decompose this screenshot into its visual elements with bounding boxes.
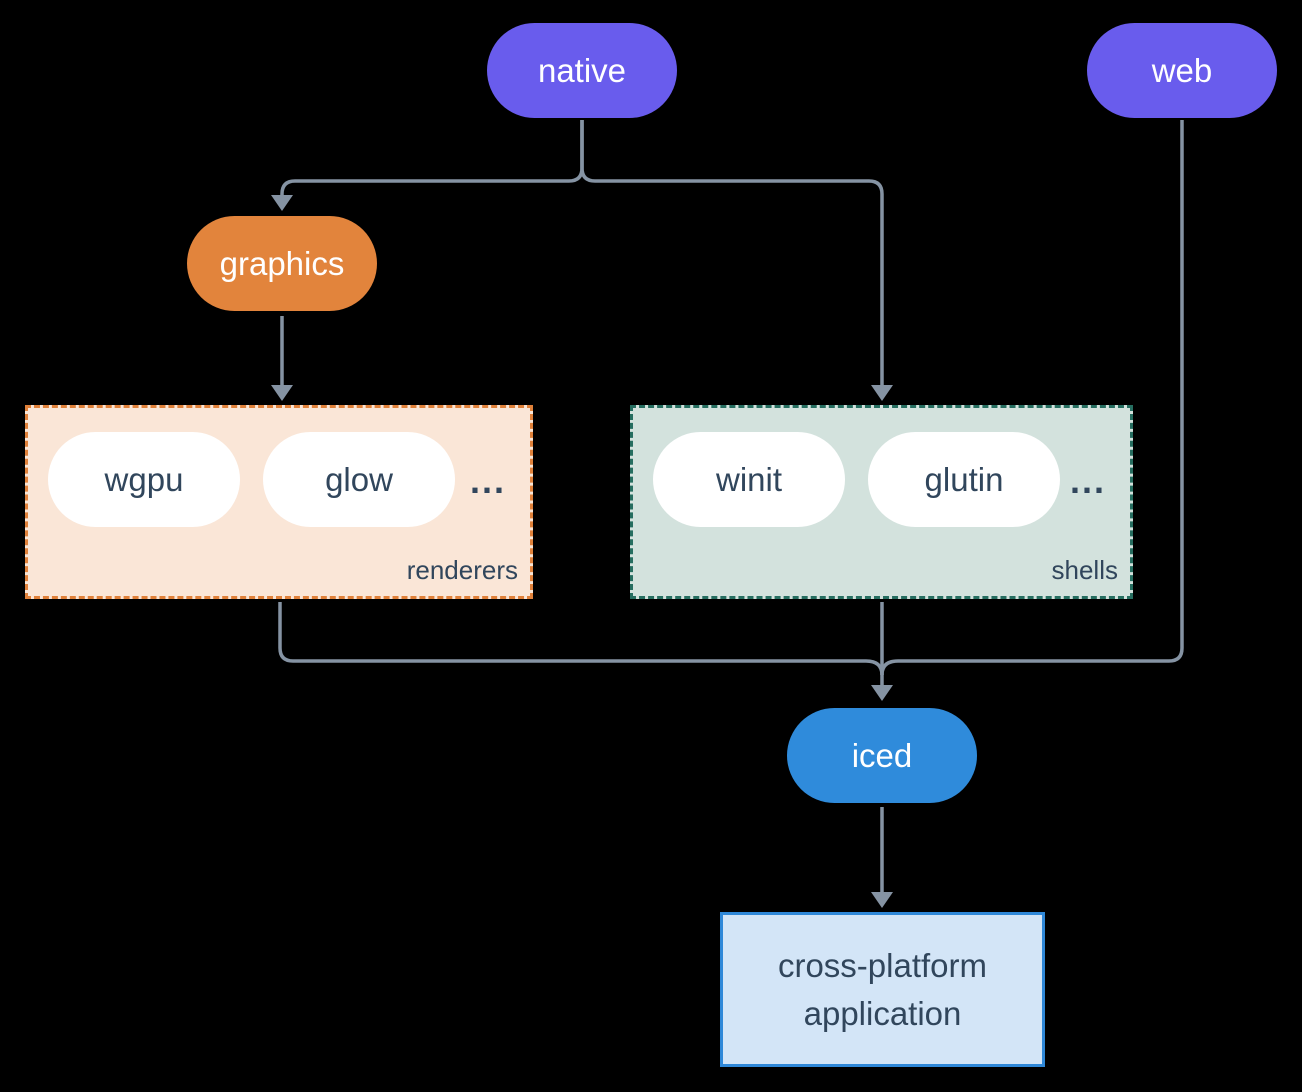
node-glow: glow [263,432,455,527]
renderers-ellipsis: ... [469,460,506,501]
node-web-label: web [1151,51,1213,89]
node-cross-platform-application: cross-platform application [720,912,1045,1067]
node-wgpu-label: wgpu [104,460,184,498]
node-native: native [487,23,677,118]
node-glutin-label: glutin [924,460,1004,498]
group-shells-label: shells [1051,555,1118,585]
group-renderers: wgpu glow ... renderers [25,405,533,599]
edge-renderers-to-iced [278,602,884,676]
node-iced: iced [787,708,977,803]
node-native-label: native [537,51,627,89]
edge-native-to-graphics [280,120,584,195]
arrowhead-into-shells [871,385,893,401]
arrowhead-into-app [871,892,893,908]
node-web: web [1087,23,1277,118]
group-shells: winit glutin ... shells [630,405,1133,599]
node-glutin: glutin [868,432,1060,527]
group-renderers-label: renderers [406,555,518,585]
arrowhead-into-renderers [271,385,293,401]
node-winit: winit [653,432,845,527]
edge-native-to-shells [580,120,884,385]
node-winit-label: winit [715,460,783,498]
node-iced-label: iced [851,736,913,774]
node-graphics-label: graphics [219,244,345,282]
node-wgpu: wgpu [48,432,240,527]
shells-ellipsis: ... [1069,460,1106,501]
node-glow-label: glow [325,460,393,498]
arrowhead-into-iced [871,685,893,701]
node-app-label: cross-platform application [777,946,988,1032]
arrowhead-into-graphics [271,195,293,211]
node-graphics: graphics [187,216,377,311]
